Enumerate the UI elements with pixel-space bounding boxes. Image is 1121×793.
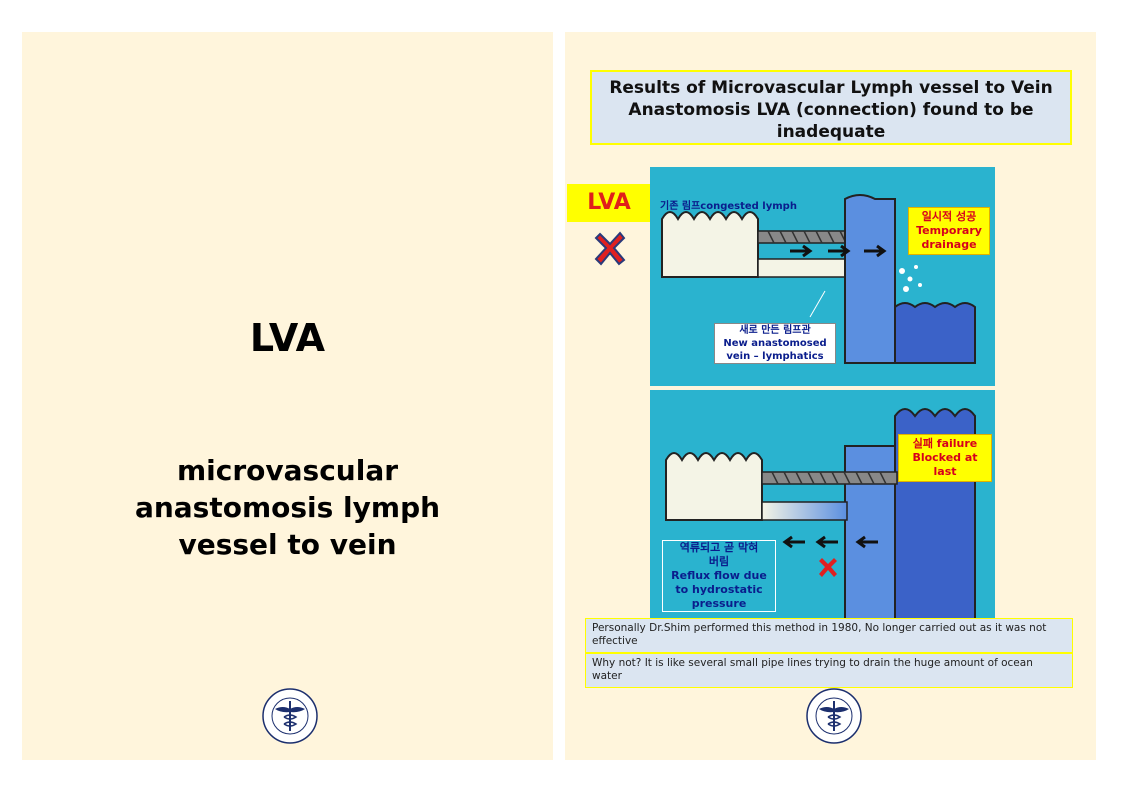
slide-subtitle: microvascular anastomosis lymph vessel t… (82, 452, 493, 563)
note-box: Personally Dr.Shim performed this method… (585, 618, 1073, 653)
failure-line: Blocked at last (912, 451, 978, 478)
subtitle-line: microvascular (176, 454, 399, 487)
reflux-ko-line: 역류되고 곧 막혀 (679, 541, 759, 554)
heading-line: inadequate (776, 122, 886, 142)
new-vessel-ko: 새로 만든 림프관 (739, 325, 811, 336)
lva-tag: LVA (567, 184, 651, 222)
new-vessel-line: vein – lymphatics (726, 351, 824, 362)
failure-diagram: 실패 failure Blocked at last 역류되고 곧 막혀 버림 … (650, 390, 995, 620)
failure-line: 실패 failure (912, 437, 978, 450)
reflux-line: Reflux flow due (671, 569, 767, 582)
temporary-drainage-diagram: 기존 림프congested lymph 일시적 성공 Temporary dr… (650, 167, 995, 386)
reflux-line: to hydrostatic (675, 583, 763, 596)
temporary-line: drainage (921, 238, 977, 251)
cross-mark-icon (594, 231, 626, 266)
hospital-seal-logo (806, 688, 862, 744)
slide-heading: Results of Microvascular Lymph vessel to… (590, 70, 1072, 145)
left-slide: LVA microvascular anastomosis lymph vess… (22, 32, 553, 760)
reflux-ko-line: 버림 (708, 555, 730, 568)
subtitle-line: anastomosis lymph (134, 491, 441, 524)
new-vessel-label: 새로 만든 림프관 New anastomosed vein – lymphat… (714, 323, 836, 364)
slide-title: LVA (249, 316, 326, 360)
subtitle-line: vessel to vein (178, 528, 397, 561)
reflux-line: pressure (691, 597, 747, 610)
temporary-line: Temporary (916, 224, 982, 237)
temporary-drainage-label: 일시적 성공 Temporary drainage (908, 207, 990, 255)
reflux-label: 역류되고 곧 막혀 버림 Reflux flow due to hydrosta… (662, 540, 776, 612)
hospital-seal-logo (262, 688, 318, 744)
heading-line: Anastomosis LVA (connection) found to be (628, 100, 1034, 120)
new-vessel-line: New anastomosed (723, 338, 827, 349)
congested-lymph-label: 기존 림프congested lymph (660, 201, 797, 212)
heading-line: Results of Microvascular Lymph vessel to… (609, 78, 1053, 98)
temporary-ko: 일시적 성공 (921, 210, 977, 223)
failure-label: 실패 failure Blocked at last (898, 434, 992, 482)
note-box: Why not? It is like several small pipe l… (585, 653, 1073, 688)
right-slide: Results of Microvascular Lymph vessel to… (565, 32, 1096, 760)
